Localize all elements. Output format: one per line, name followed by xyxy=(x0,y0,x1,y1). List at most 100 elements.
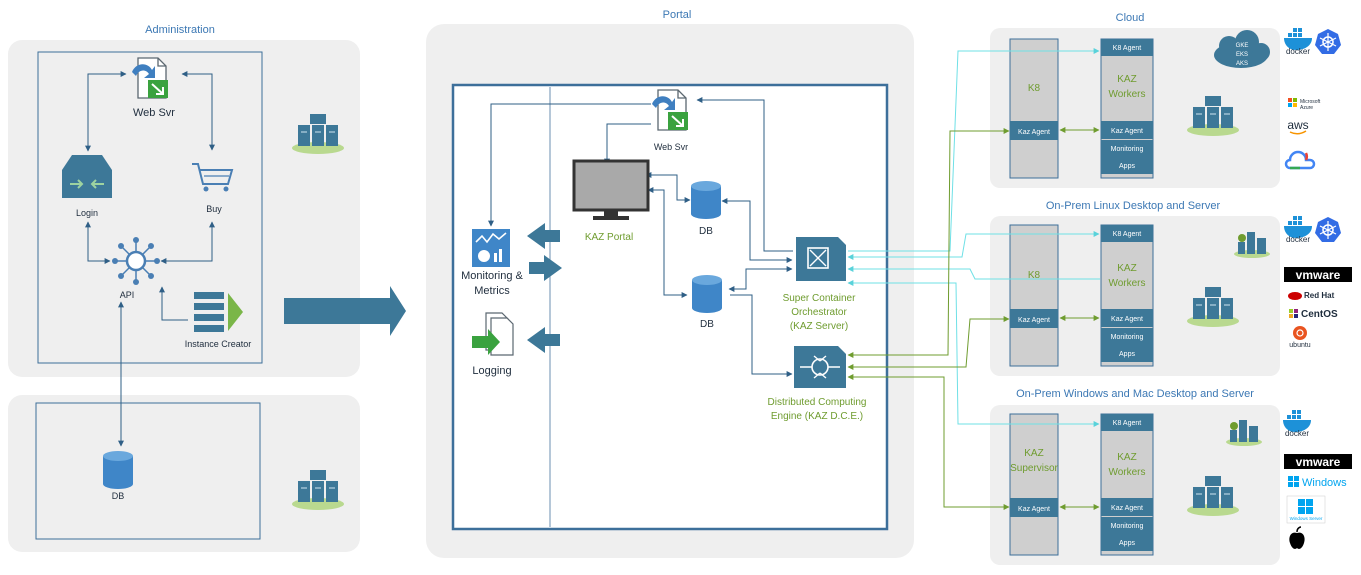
linux-vmware-label: vmware xyxy=(1296,268,1341,282)
windows-supervisor-label-line1: KAZ xyxy=(1024,448,1043,459)
linux-docker-label: docker xyxy=(1286,235,1310,244)
distributed-computing-engine-icon xyxy=(794,346,846,388)
portal-web-svr-label: Web Svr xyxy=(654,142,688,152)
azure-label-line2: Azure xyxy=(1300,105,1313,111)
cloud-kubernetes-icon xyxy=(1314,28,1342,55)
windows-title: On-Prem Windows and Mac Desktop and Serv… xyxy=(1016,388,1254,400)
administration-title: Administration xyxy=(145,24,215,36)
aws-label: aws xyxy=(1287,118,1308,132)
windows-apps-label: Apps xyxy=(1119,540,1135,547)
cloud-title: Cloud xyxy=(1116,12,1145,24)
cloud-monitoring-label: Monitoring xyxy=(1111,146,1144,153)
sco-label-line1: Super Container xyxy=(783,293,856,304)
centos-logo-icon xyxy=(1289,309,1298,318)
super-container-orchestrator-icon xyxy=(796,237,846,281)
windows-kaz-agent-right xyxy=(1101,498,1153,516)
linux-apps-label: Apps xyxy=(1119,351,1135,358)
cloud-aks-label: AKS xyxy=(1236,61,1248,67)
portal-db-top-icon xyxy=(691,181,721,219)
monitoring-label-line1: Monitoring & xyxy=(461,270,523,282)
monitoring-label-line2: Metrics xyxy=(474,285,510,297)
linux-monitoring xyxy=(1101,328,1153,345)
windows-monitoring-label: Monitoring xyxy=(1111,523,1144,530)
linux-kaz-agent-right xyxy=(1101,309,1153,327)
dce-label-line2: Engine (KAZ D.C.E.) xyxy=(771,411,863,422)
cloud-kaz-agent-left xyxy=(1010,121,1058,140)
azure-label-line1: Microsoft xyxy=(1300,99,1321,105)
portal-websvr-portal-connector xyxy=(604,123,651,165)
instance-creator-icon xyxy=(194,292,243,332)
linux-apps xyxy=(1101,345,1153,362)
cloud-k8-agent-label: K8 Agent xyxy=(1113,45,1141,52)
cloud-monitoring xyxy=(1101,140,1153,157)
windows-workers-label-line1: KAZ xyxy=(1117,452,1136,463)
admin-to-portal-arrow-icon xyxy=(284,286,406,336)
dce-to-windows-kaz-agent-connector xyxy=(847,374,1010,510)
administration-panel xyxy=(8,40,360,377)
windows-label: Windows xyxy=(1302,477,1347,489)
linux-kubernetes-icon xyxy=(1314,216,1342,243)
windows-kaz-agent-left xyxy=(1010,498,1058,517)
windows-logo-icon xyxy=(1288,476,1299,487)
portal-db2-dce-connector xyxy=(730,294,793,377)
buy-cart-icon xyxy=(192,163,234,192)
linux-ubuntu-label: ubuntu xyxy=(1289,342,1311,349)
linux-k8-agent xyxy=(1101,225,1153,242)
linux-redhat-label: Red Hat xyxy=(1304,291,1335,300)
windows-server-label: Windows Server xyxy=(1290,516,1323,521)
windows-kaz-agent-right-label: Kaz Agent xyxy=(1111,505,1143,512)
cloud-apps xyxy=(1101,157,1153,174)
vmware-logo-bg xyxy=(1284,267,1352,282)
windows-docker-label: docker xyxy=(1285,429,1309,438)
admin-web-svr-label: Web Svr xyxy=(133,107,175,119)
cloud-eks-label: EKS xyxy=(1236,52,1248,58)
admin-login-api-connector xyxy=(85,221,111,264)
dce-label-line1: Distributed Computing xyxy=(768,397,867,408)
admin-db-frame xyxy=(35,402,261,540)
arrow-left-logging-icon xyxy=(527,327,560,353)
portal-section: Portal Web Svr KAZ Portal DB DB xyxy=(426,9,914,558)
portal-db-bottom-label: DB xyxy=(700,319,714,330)
windows-server-logo-icon xyxy=(1286,495,1326,524)
windows-apps xyxy=(1101,534,1153,551)
windows-k8-agent-label: K8 Agent xyxy=(1113,420,1141,427)
admin-web-svr-icon xyxy=(131,57,169,99)
apple-logo-icon xyxy=(1289,526,1305,549)
windows-section: On-Prem Windows and Mac Desktop and Serv… xyxy=(990,388,1352,565)
portal-kazportal-db2-connector xyxy=(647,187,688,298)
admin-websvr-buy-connector xyxy=(181,71,215,151)
linux-k8-label: K8 xyxy=(1028,270,1041,281)
linux-k8-agent-label: K8 Agent xyxy=(1113,231,1141,238)
azure-logo-icon xyxy=(1288,98,1297,107)
linux-monitoring-label: Monitoring xyxy=(1111,334,1144,341)
windows-workers-label-line2: Workers xyxy=(1108,467,1145,478)
gke-eks-aks-cloud-icon xyxy=(1214,30,1270,68)
portal-db2-sco-connector xyxy=(728,266,793,292)
kaz-portal-monitor-icon xyxy=(572,159,650,220)
buy-label: Buy xyxy=(206,204,222,214)
admin-db-icon xyxy=(103,451,133,489)
linux-centos-label: CentOS xyxy=(1301,309,1338,320)
login-label: Login xyxy=(76,208,98,218)
windows-kaz-agent-left-label: Kaz Agent xyxy=(1018,506,1050,513)
admin-db-label: DB xyxy=(112,491,125,501)
admin-creator-api-connector xyxy=(159,286,188,321)
monitoring-metrics-icon xyxy=(472,229,510,267)
login-icon xyxy=(62,155,112,198)
admin-db-panel xyxy=(8,395,360,552)
aws-smile-icon xyxy=(1289,130,1307,135)
linux-kaz-agent-right-label: Kaz Agent xyxy=(1111,316,1143,323)
linux-workers-label-line2: Workers xyxy=(1108,278,1145,289)
ubuntu-logo-icon xyxy=(1293,326,1307,340)
windows-monitoring xyxy=(1101,517,1153,534)
portal-web-svr-icon xyxy=(651,89,689,131)
windows-vmware-logo-bg xyxy=(1284,454,1352,469)
portal-websvr-monitoring-connector xyxy=(488,103,651,227)
sco-label-line3: (KAZ Server) xyxy=(790,321,848,332)
cloud-workers-label-line2: Workers xyxy=(1108,89,1145,100)
admin-websvr-login-connector xyxy=(85,71,127,152)
portal-db-top-label: DB xyxy=(699,226,713,237)
dce-to-linux-kaz-agent-connector xyxy=(847,316,1010,370)
admin-buy-api-connector xyxy=(160,221,215,264)
